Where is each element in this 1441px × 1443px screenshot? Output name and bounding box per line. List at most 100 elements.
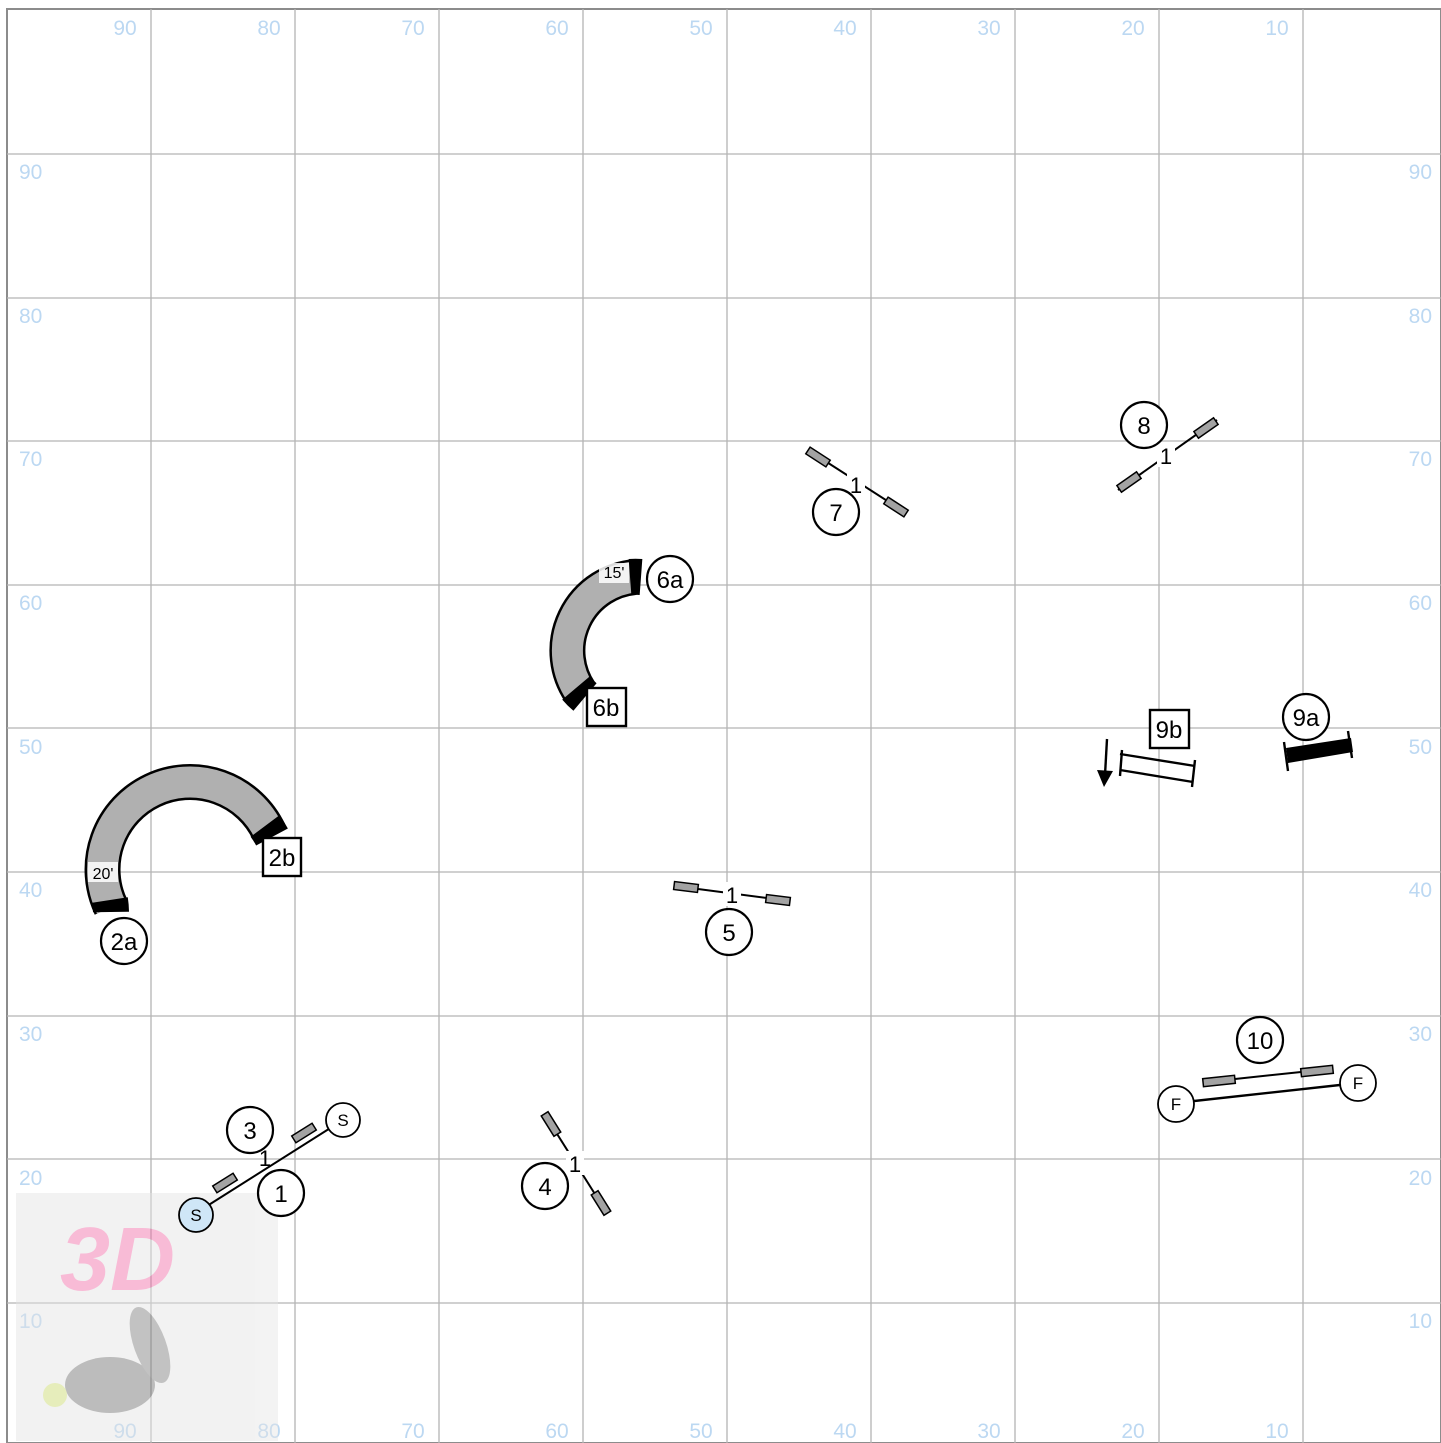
label-4-text: 4 <box>538 1174 551 1201</box>
bottom-axis-label: 60 <box>545 1420 568 1443</box>
label-4: 4 <box>522 1163 568 1209</box>
tunnel-2[interactable]: 20' <box>88 782 272 912</box>
finish-marker-right-label: F <box>1353 1074 1363 1093</box>
label-6b-text: 6b <box>593 695 620 722</box>
jump-8-wing-right <box>1194 418 1218 438</box>
tunnel-6-body <box>567 577 635 692</box>
label-9b-text: 9b <box>1156 717 1183 744</box>
label-10-text: 10 <box>1247 1028 1274 1055</box>
jump-10-wing-right <box>1301 1065 1334 1076</box>
tunnel-2-length: 20' <box>93 866 114 883</box>
tunnel-2-entry-end <box>110 900 111 912</box>
tunnel-6[interactable]: 15' <box>567 563 641 697</box>
right-axis-label: 50 <box>1409 736 1432 759</box>
tunnel-2-body <box>103 782 269 907</box>
jump-5-wing-left <box>674 882 699 893</box>
watermark-dog-shape <box>65 1357 155 1413</box>
left-axis-label: 20 <box>19 1167 42 1190</box>
left-axis-label: 40 <box>19 879 42 902</box>
finish-marker-left: F <box>1158 1086 1194 1122</box>
top-axis-labels: 90 80 70 60 50 40 30 20 10 <box>113 17 1288 40</box>
arrow-down-icon <box>1097 770 1113 787</box>
start-marker-left: S <box>179 1198 213 1232</box>
tunnel-6-exit-end <box>576 688 585 697</box>
label-5: 5 <box>706 909 752 955</box>
bottom-axis-label: 20 <box>1121 1420 1144 1443</box>
right-axis-label: 90 <box>1409 161 1432 184</box>
label-2a-text: 2a <box>111 929 138 956</box>
right-axis-label: 20 <box>1409 1167 1432 1190</box>
label-9a-text: 9a <box>1293 705 1320 732</box>
label-7: 7 <box>813 489 859 535</box>
left-axis-label: 30 <box>19 1023 42 1046</box>
watermark-logo: 3D <box>16 1193 278 1441</box>
left-axis-label: 90 <box>19 161 42 184</box>
jump-10-wing-left <box>1203 1075 1236 1086</box>
bottom-axis-label: 40 <box>833 1420 856 1443</box>
obstacle-9b-arrow-shaft <box>1105 739 1107 775</box>
start-marker-right-label: S <box>337 1111 348 1130</box>
jump-4-height: 1 <box>569 1152 581 1177</box>
jump-8-wing-left <box>1117 472 1141 492</box>
label-9b: 9b <box>1150 710 1189 748</box>
label-2b-text: 2b <box>269 845 296 872</box>
jump-5-wing-right <box>766 895 791 906</box>
right-axis-label: 80 <box>1409 305 1432 328</box>
jump-7-wing-left <box>806 447 830 467</box>
label-1-text: 1 <box>274 1181 287 1208</box>
top-axis-label: 70 <box>401 17 424 40</box>
top-axis-label: 50 <box>689 17 712 40</box>
tunnel-6-length: 15' <box>604 565 625 582</box>
label-2b: 2b <box>263 838 301 876</box>
left-axis-label: 70 <box>19 448 42 471</box>
top-axis-label: 30 <box>977 17 1000 40</box>
left-axis-labels: 90 80 70 60 50 40 30 20 10 <box>19 161 42 1333</box>
right-axis-label: 60 <box>1409 592 1432 615</box>
obstacle-9b-post-right <box>1192 760 1195 787</box>
obstacle-9b-rail-top <box>1120 754 1195 766</box>
label-3-text: 3 <box>243 1118 256 1145</box>
tunnel-2-exit-end <box>265 826 272 837</box>
jump-4-wing-top <box>541 1112 561 1137</box>
jump-5[interactable]: 1 <box>674 882 791 908</box>
top-axis-label: 90 <box>113 17 136 40</box>
jump-8-height: 1 <box>1160 444 1172 469</box>
right-axis-label: 30 <box>1409 1023 1432 1046</box>
bottom-axis-labels: 90 80 70 60 50 40 30 20 10 <box>113 1420 1288 1443</box>
label-9a: 9a <box>1283 694 1329 740</box>
jump-4-wing-bottom <box>591 1191 611 1216</box>
watermark-text: 3D <box>60 1210 175 1310</box>
label-3: 3 <box>227 1107 273 1153</box>
bottom-axis-label: 50 <box>689 1420 712 1443</box>
label-10: 10 <box>1237 1017 1283 1063</box>
start-marker-left-label: S <box>190 1206 201 1225</box>
label-2a: 2a <box>101 918 147 964</box>
right-axis-labels: 90 80 70 60 50 40 30 20 10 <box>1409 161 1432 1333</box>
label-7-text: 7 <box>829 500 842 527</box>
top-axis-label: 20 <box>1121 17 1144 40</box>
right-axis-label: 70 <box>1409 448 1432 471</box>
label-6b: 6b <box>587 688 626 726</box>
left-axis-label: 80 <box>19 305 42 328</box>
watermark-disc-shape <box>43 1383 67 1407</box>
label-1: 1 <box>258 1170 304 1216</box>
bottom-axis-label: 30 <box>977 1420 1000 1443</box>
jump-10[interactable] <box>1176 1065 1358 1103</box>
left-axis-label: 50 <box>19 736 42 759</box>
label-8-text: 8 <box>1137 413 1150 440</box>
bottom-axis-label: 10 <box>1265 1420 1288 1443</box>
start-marker-right: S <box>326 1103 360 1137</box>
jump-7-wing-right <box>884 497 908 517</box>
top-axis-label: 40 <box>833 17 856 40</box>
jump-10-bar <box>1235 1072 1301 1079</box>
label-5-text: 5 <box>722 920 735 947</box>
obstacle-9a-panel <box>1286 738 1353 763</box>
bottom-axis-label: 70 <box>401 1420 424 1443</box>
left-axis-label: 60 <box>19 592 42 615</box>
label-6a: 6a <box>647 556 693 602</box>
label-8: 8 <box>1121 402 1167 448</box>
label-6a-text: 6a <box>657 567 684 594</box>
right-axis-label: 10 <box>1409 1310 1432 1333</box>
top-axis-label: 80 <box>257 17 280 40</box>
